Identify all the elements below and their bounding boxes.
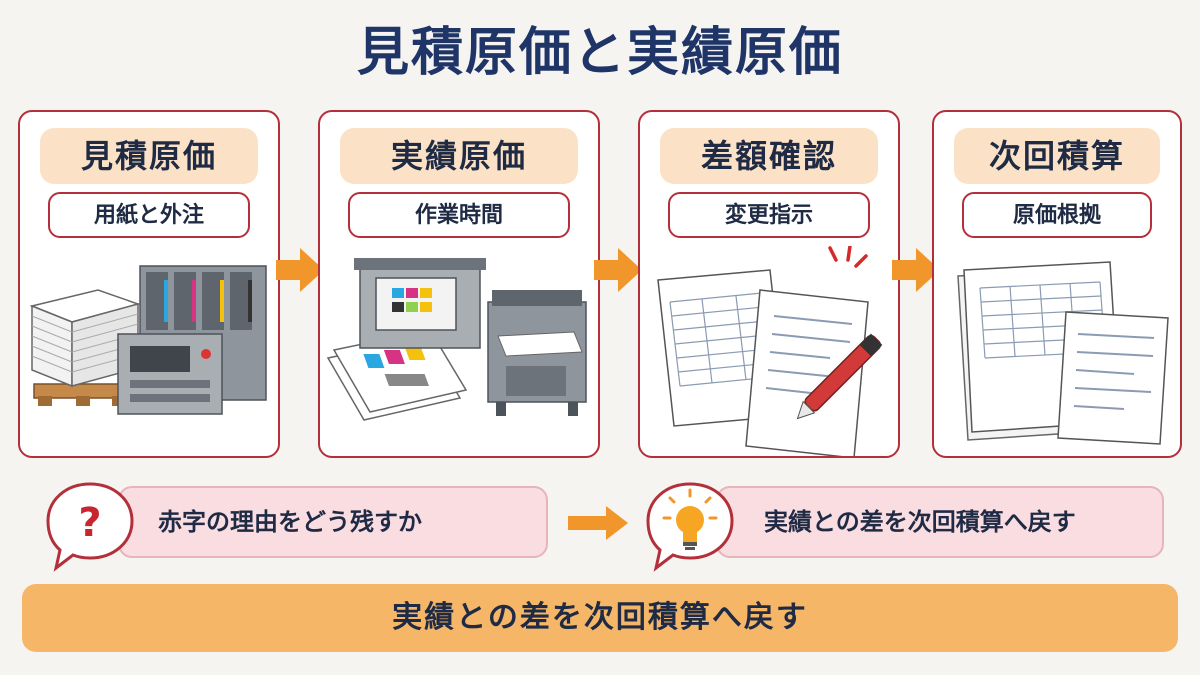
step-title: 差額確認	[660, 128, 878, 184]
summary-banner: 実績との差を次回積算へ戻す	[22, 584, 1178, 652]
step-subtitle: 原価根拠	[962, 192, 1152, 238]
lightbulb-icon	[646, 482, 734, 572]
step-title: 見積原価	[40, 128, 258, 184]
solution-text-box: 実績との差を次回積算へ戻す	[716, 486, 1164, 558]
page-title: 見積原価と実績原価	[356, 23, 843, 83]
digital-press-and-prints-icon	[326, 258, 587, 421]
arrow-right-icon	[568, 506, 628, 540]
step-subtitle: 変更指示	[668, 192, 870, 238]
cost-sheets-icon	[957, 261, 1169, 445]
solution-text: 実績との差を次回積算へ戻す	[764, 508, 1076, 536]
step-subtitle: 用紙と外注	[48, 192, 250, 238]
arrow-right-icon	[892, 248, 940, 292]
arrow-right-icon	[276, 248, 324, 292]
step-card-estimate: 見積原価 用紙と外注	[18, 110, 280, 458]
documents-and-pen-icon	[657, 246, 883, 456]
step-card-actual: 実績原価 作業時間	[318, 110, 600, 458]
step-subtitle: 作業時間	[348, 192, 570, 238]
step-title: 次回積算	[954, 128, 1160, 184]
problem-text: 赤字の理由をどう残すか	[158, 508, 422, 536]
step-card-next-estimate: 次回積算 原価根拠	[932, 110, 1182, 458]
step-title: 実績原価	[340, 128, 578, 184]
step-card-variance: 差額確認 変更指示	[638, 110, 900, 458]
svg-text:?: ?	[78, 500, 101, 546]
paper-stack-and-press-icon	[29, 265, 267, 415]
problem-text-box: 赤字の理由をどう残すか	[118, 486, 548, 558]
question-mark-icon: ?	[46, 482, 134, 572]
arrow-right-icon	[594, 248, 642, 292]
